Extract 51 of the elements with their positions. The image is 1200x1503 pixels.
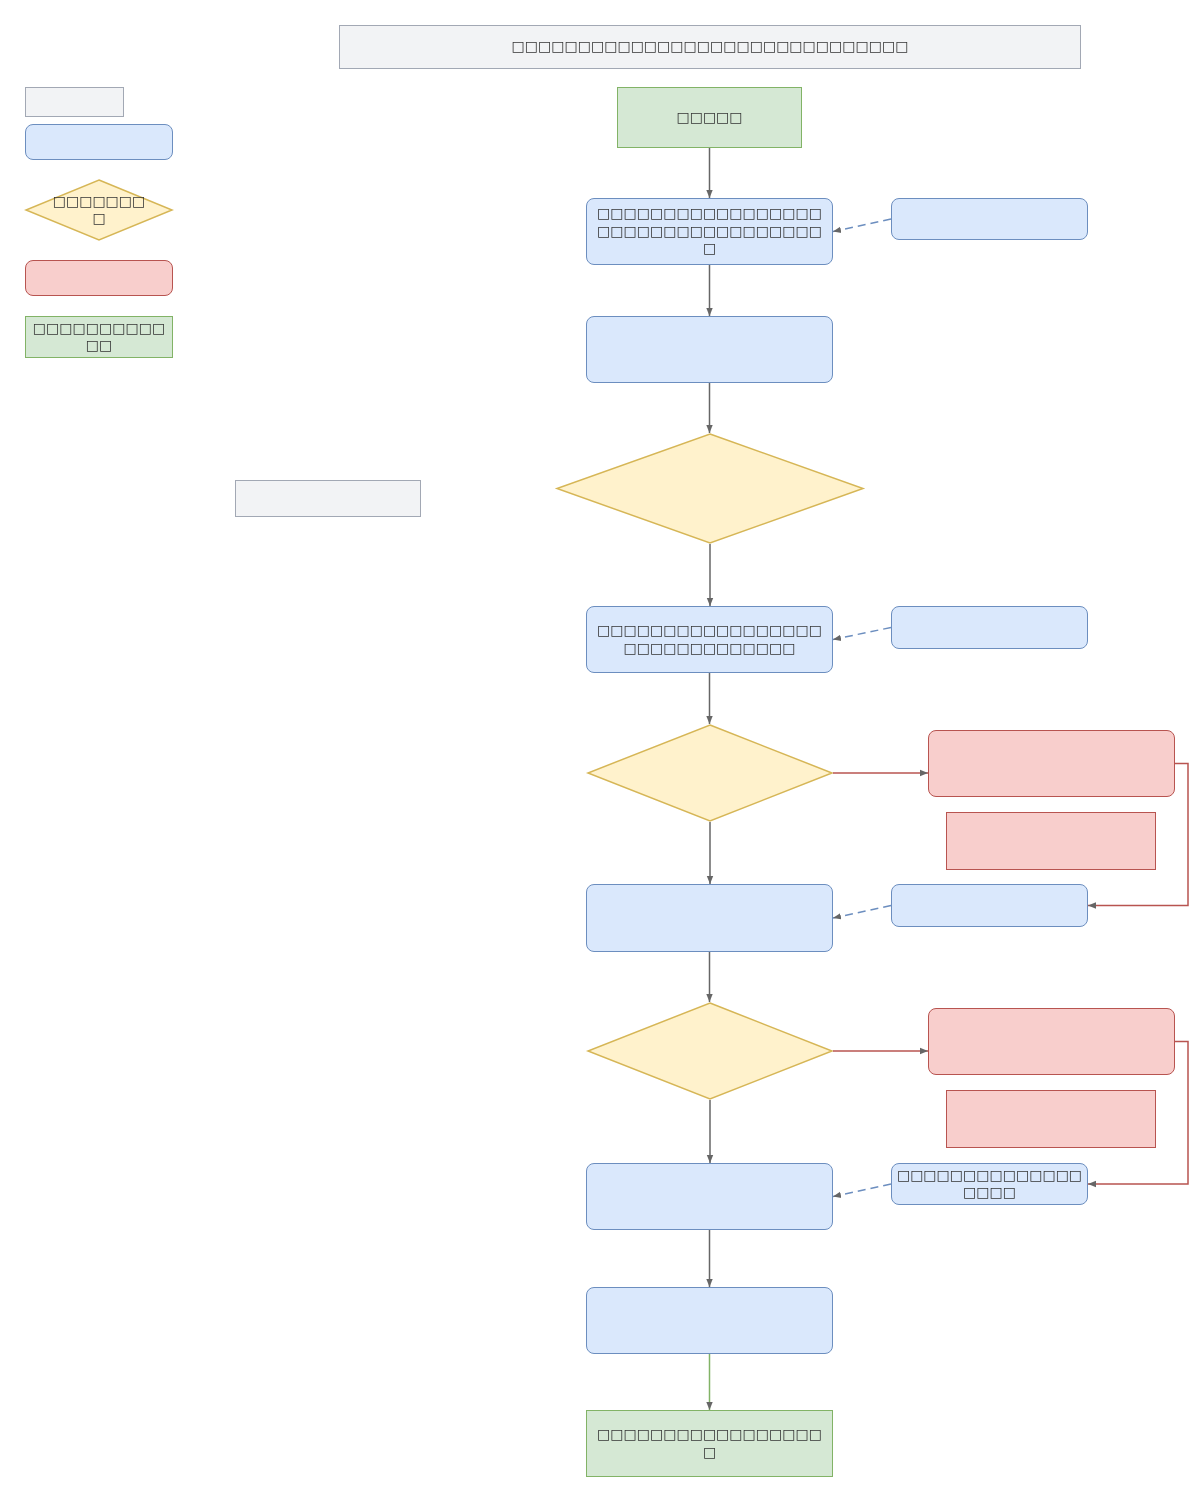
legend-box bbox=[25, 87, 124, 117]
arrow bbox=[706, 951, 713, 1003]
decision-diamond bbox=[587, 1002, 833, 1100]
node-label: □□□□□□□□ bbox=[51, 192, 147, 228]
process-box bbox=[586, 606, 833, 673]
note-box bbox=[235, 480, 421, 517]
input-box bbox=[891, 198, 1088, 240]
arrow bbox=[706, 543, 714, 607]
process-box bbox=[586, 1287, 833, 1354]
arrow bbox=[706, 1353, 713, 1411]
error-box bbox=[928, 730, 1175, 797]
end-box bbox=[586, 1410, 833, 1477]
legend-box bbox=[25, 316, 173, 358]
node-label: □□□□□□□□□□□□□□□□□□□□□□□□□□□□□□ bbox=[510, 38, 910, 56]
input-box bbox=[891, 606, 1088, 649]
decision-diamond bbox=[556, 433, 864, 544]
arrow bbox=[832, 218, 892, 233]
node-label: □□□□□ bbox=[675, 108, 744, 127]
error-box bbox=[946, 1090, 1156, 1148]
arrow bbox=[706, 821, 714, 885]
start-box bbox=[617, 87, 802, 148]
arrow bbox=[706, 264, 713, 317]
arrow bbox=[832, 1047, 929, 1055]
arrow bbox=[1087, 1040, 1189, 1188]
arrow bbox=[706, 1229, 713, 1288]
node-label: □□□□□□□□□□□□□□□□□□□□□□□□□□□□□□ bbox=[596, 622, 823, 657]
arrow bbox=[832, 769, 929, 777]
arrow bbox=[706, 1099, 714, 1164]
legend-diamond bbox=[25, 179, 173, 241]
legend-box bbox=[25, 260, 173, 296]
legend-box bbox=[25, 124, 173, 160]
process-box bbox=[586, 884, 833, 952]
node-label: □□□□□□□□□□□□□□□□□□ bbox=[895, 1166, 1084, 1202]
error-box bbox=[946, 812, 1156, 870]
input-box bbox=[891, 884, 1088, 927]
arrow bbox=[706, 147, 713, 199]
process-box bbox=[586, 316, 833, 383]
arrow bbox=[832, 904, 892, 920]
arrow bbox=[706, 672, 713, 725]
arrow bbox=[832, 1183, 892, 1198]
node-label: □□□□□□□□□□□□ bbox=[31, 319, 167, 355]
process-box bbox=[586, 198, 833, 265]
node-label: □□□□□□□□□□□□□□□□□□ bbox=[596, 1426, 823, 1461]
arrow bbox=[832, 626, 892, 641]
error-box bbox=[928, 1008, 1175, 1075]
process-box bbox=[586, 1163, 833, 1230]
arrow bbox=[1087, 762, 1189, 909]
decision-diamond bbox=[587, 724, 833, 822]
arrow bbox=[706, 382, 713, 434]
title-box bbox=[339, 25, 1081, 69]
node-label: □□□□□□□□□□□□□□□□□□□□□□□□□□□□□□□□□□□ bbox=[596, 205, 823, 258]
